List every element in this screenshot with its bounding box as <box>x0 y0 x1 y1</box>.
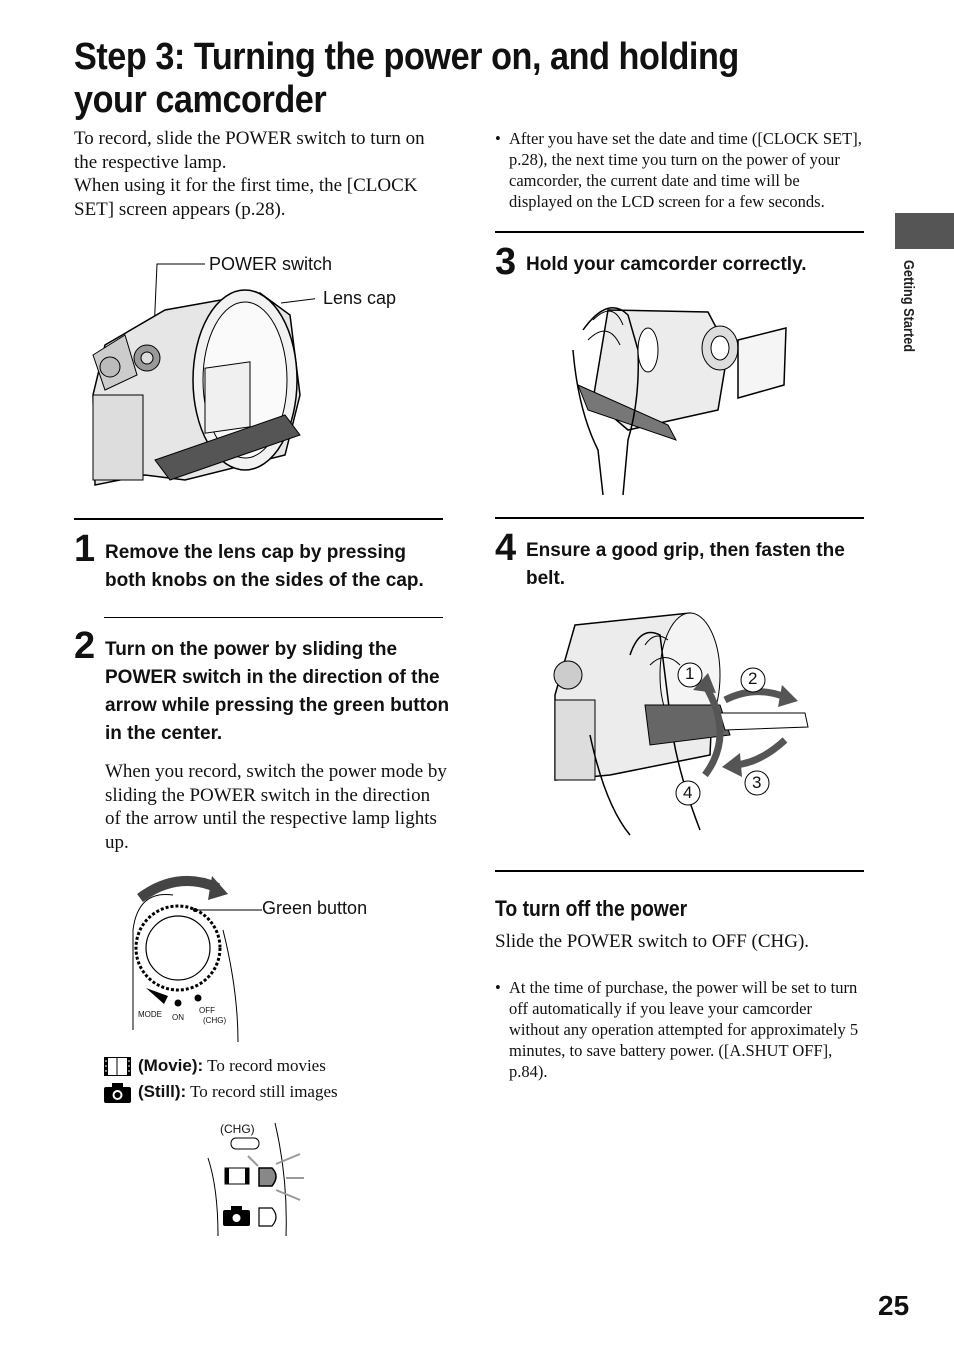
grip-belt-illustration <box>553 612 809 836</box>
chapter-label-container: Getting Started <box>895 260 925 400</box>
step3-number: 3 <box>495 241 517 283</box>
camera-icon <box>104 1083 131 1103</box>
mode-movie-name: (Movie): <box>138 1056 204 1075</box>
mode-label: MODE <box>138 1010 162 1019</box>
grip-callout-3: 3 <box>752 773 762 792</box>
intro-text: To record, slide the POWER switch to tur… <box>74 127 449 221</box>
chapter-tab <box>895 213 954 249</box>
mode-still: (Still): To record still images <box>104 1079 454 1105</box>
power-switch-label: POWER switch <box>209 254 333 274</box>
step2-number: 2 <box>74 625 96 667</box>
mode-movie: (Movie): To record movies <box>104 1053 454 1079</box>
grip-callout-4: 4 <box>683 783 693 802</box>
grip-callout-1: 1 <box>685 664 695 683</box>
step3-rule <box>495 231 864 233</box>
power-off-rule <box>495 870 864 872</box>
page-title: Step 3: Turning the power on, and holdin… <box>74 36 739 121</box>
auto-off-bullet-text: At the time of purchase, the power will … <box>509 978 859 1081</box>
hand-holding-camcorder-illustration <box>572 306 787 496</box>
mode-still-name: (Still): <box>138 1082 187 1101</box>
auto-off-bullet: • At the time of purchase, the power wil… <box>495 977 865 1082</box>
step4-number: 4 <box>495 527 517 569</box>
step2-rule <box>104 617 443 618</box>
lens-cap-label: Lens cap <box>323 288 397 308</box>
step4-rule <box>495 517 864 519</box>
page-number: 25 <box>878 1290 910 1321</box>
mode-movie-desc: To record movies <box>207 1056 326 1075</box>
chg-label: (CHG) <box>203 1016 227 1025</box>
lamp-indicator-illustration <box>207 1122 304 1237</box>
green-button-label: Green button <box>262 898 368 918</box>
camcorder-illustration <box>92 263 315 486</box>
mode-still-desc: To record still images <box>190 1082 338 1101</box>
intro-line-2: When using it for the first time, the [C… <box>74 175 418 220</box>
chapter-label: Getting Started <box>900 260 917 353</box>
clock-set-bullet: • After you have set the date and time (… <box>495 128 865 212</box>
step2-body: When you record, switch the power mode b… <box>105 761 447 853</box>
step1-text: Remove the lens cap by pressing both kno… <box>105 542 424 591</box>
intro-line-1: To record, slide the POWER switch to tur… <box>74 128 425 173</box>
power-switch-illustration <box>132 875 262 1043</box>
on-label: ON <box>172 1013 184 1022</box>
step1-number: 1 <box>74 528 96 570</box>
clock-set-bullet-text: After you have set the date and time ([C… <box>509 129 862 211</box>
step4-text: Ensure a good grip, then fasten the belt… <box>526 540 845 589</box>
movie-icon <box>104 1057 131 1076</box>
off-label: OFF <box>199 1006 215 1015</box>
mode-list: (Movie): To record movies (Still): To re… <box>104 1053 454 1105</box>
step2-text: Turn on the power by sliding the POWER s… <box>105 639 450 744</box>
power-off-text: Slide the POWER switch to OFF (CHG). <box>495 931 810 952</box>
grip-callout-2: 2 <box>748 669 758 688</box>
lamp-chg-label: (CHG) <box>220 1122 255 1136</box>
power-off-heading: To turn off the power <box>495 896 688 921</box>
step3-text: Hold your camcorder correctly. <box>526 254 807 275</box>
step1-rule <box>74 518 443 520</box>
